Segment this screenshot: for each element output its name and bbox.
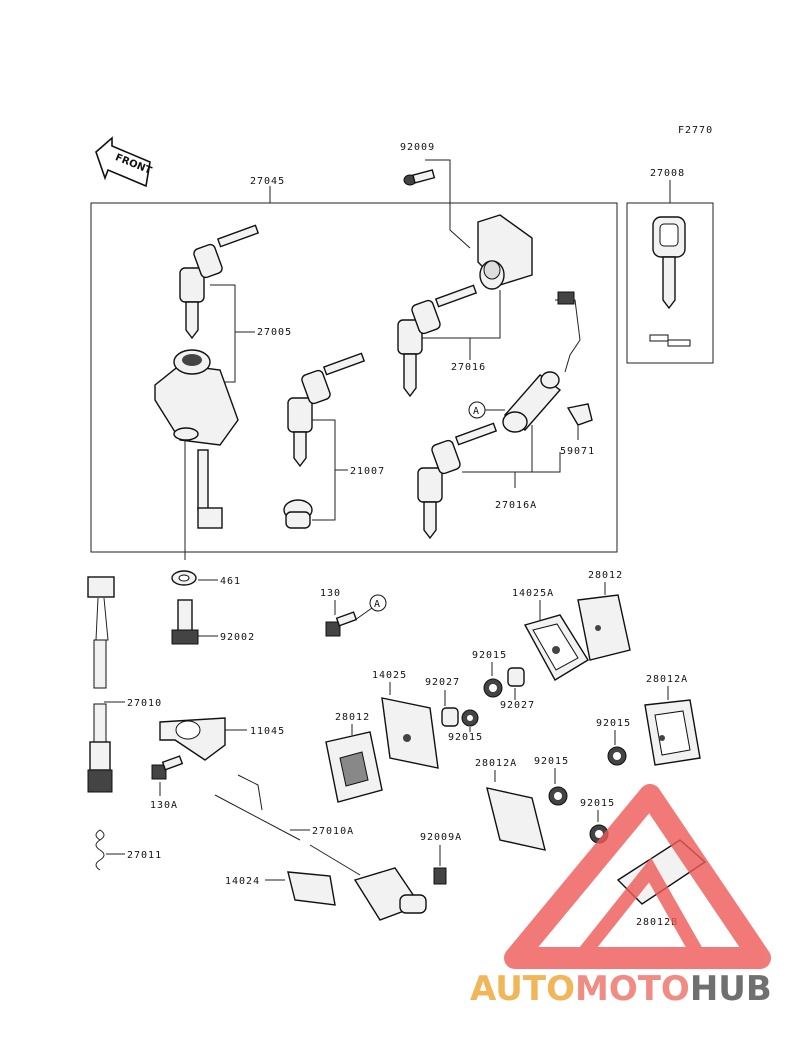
label-92015-b: 92015 — [448, 732, 483, 743]
label-27010: 27010 — [127, 698, 162, 709]
reflector-28012a-right-icon — [644, 699, 701, 766]
bolt-130-icon — [325, 611, 358, 637]
label-92009: 92009 — [400, 142, 435, 153]
label-92015-e: 92015 — [580, 798, 615, 809]
label-27010a: 27010A — [312, 826, 354, 837]
watermark-part1: AUTO — [470, 969, 575, 1009]
bolt-130a-icon — [151, 755, 184, 780]
label-14025: 14025 — [372, 670, 407, 681]
watermark-part2: MOTO — [575, 969, 690, 1009]
label-14024: 14024 — [225, 876, 260, 887]
label-92027-b: 92027 — [425, 677, 460, 688]
label-92027-a: 92027 — [500, 700, 535, 711]
label-92015-d: 92015 — [534, 756, 569, 767]
spacer-92027-b-icon — [441, 707, 459, 727]
spacer-92027-a-icon — [507, 667, 525, 687]
label-11045: 11045 — [250, 726, 285, 737]
reflector-28012-left-icon — [325, 731, 383, 803]
bracket-11045-icon — [159, 717, 226, 761]
label-92015-a: 92015 — [472, 650, 507, 661]
cover-14024-icon — [287, 871, 336, 906]
label-27016: 27016 — [451, 362, 486, 373]
nut-92015-d-icon — [548, 786, 568, 806]
label-461: 461 — [220, 576, 241, 587]
blank-key-icon — [649, 216, 691, 347]
marker-a-top: A — [473, 406, 480, 417]
key-set-27016a-icon — [417, 422, 498, 540]
label-28012b: 28012B — [636, 917, 678, 928]
lock-cylinder-icon — [502, 291, 581, 433]
label-28012-top: 28012 — [588, 570, 623, 581]
key-set-27005-icon — [179, 224, 260, 340]
watermark-text: AUTOMOTOHUB — [470, 969, 772, 1009]
brake-switch-icon — [353, 867, 427, 921]
label-27008: 27008 — [650, 168, 685, 179]
cable-27010a-icon — [214, 774, 361, 876]
bolt-92002-icon — [171, 599, 199, 645]
ignition-switch-icon — [154, 349, 239, 560]
spring-27011-icon — [95, 829, 105, 871]
marker-a-bottom: A — [374, 599, 381, 610]
cable-27010-icon — [87, 576, 115, 793]
front-arrow-icon: FRONT — [95, 136, 153, 188]
clip-59071-icon — [566, 403, 593, 426]
washer-461-icon — [171, 570, 197, 586]
label-27011: 27011 — [127, 850, 162, 861]
label-27016a: 27016A — [495, 500, 537, 511]
nut-92015-c-icon — [607, 746, 627, 766]
label-92009a: 92009A — [420, 832, 462, 843]
label-92002: 92002 — [220, 632, 255, 643]
screw-92009a-icon — [433, 867, 447, 885]
label-14025a: 14025A — [512, 588, 554, 599]
key-set-27016-icon — [397, 284, 478, 398]
label-21007: 21007 — [350, 466, 385, 477]
ignition-kit-box — [90, 202, 618, 553]
watermark-part3: HUB — [690, 969, 772, 1009]
seat-lock-housing-icon — [477, 214, 533, 290]
label-28012a-right: 28012A — [646, 674, 688, 685]
nut-92015-a-icon — [483, 678, 503, 698]
label-28012a-mid: 28012A — [475, 758, 517, 769]
reflector-28012a-mid-icon — [486, 787, 546, 851]
figure-code: F2770 — [678, 125, 713, 136]
label-28012-left: 28012 — [335, 712, 370, 723]
reflector-base-14025-icon — [381, 697, 439, 769]
reflector-base-14025a-icon — [523, 614, 589, 681]
label-27045: 27045 — [250, 176, 285, 187]
screw-92009-icon — [403, 169, 436, 186]
label-92015-c: 92015 — [596, 718, 631, 729]
reflector-28012-top-icon — [577, 594, 631, 661]
key-set-21007-icon — [283, 352, 366, 529]
label-130: 130 — [320, 588, 341, 599]
label-27005: 27005 — [257, 327, 292, 338]
nut-92015-b-icon — [461, 709, 479, 727]
label-130a: 130A — [150, 800, 178, 811]
label-59071: 59071 — [560, 446, 595, 457]
watermark-logo — [504, 784, 771, 969]
